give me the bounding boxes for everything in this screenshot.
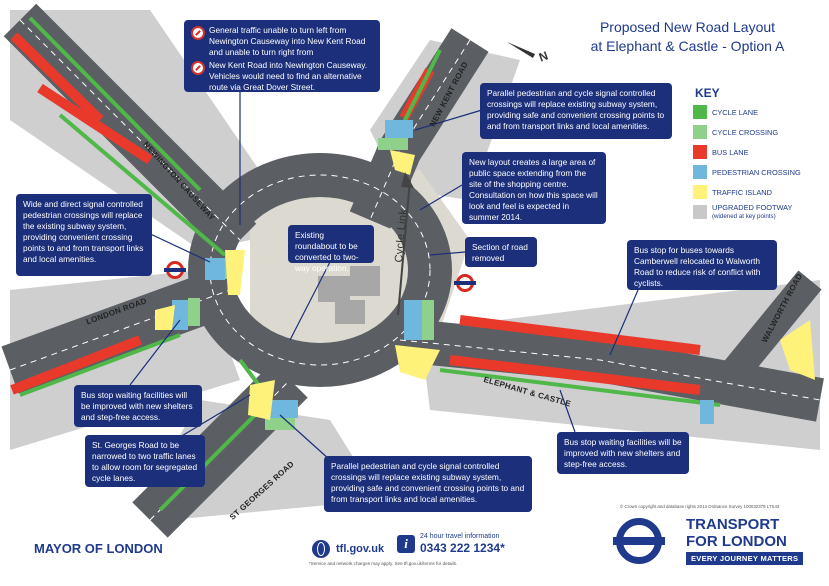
callout-bus-stop-camberwell: Bus stop for buses towards Camberwell re… bbox=[627, 240, 777, 290]
website-block: tfl.gov.uk bbox=[312, 540, 384, 558]
title-line-1: Proposed New Road Layout bbox=[599, 19, 776, 35]
callout-bus-stop-waiting-e: Bus stop waiting facilities will be impr… bbox=[557, 432, 689, 474]
traffic-islands bbox=[155, 150, 815, 420]
callout-section-removed: Section of road removed bbox=[465, 237, 537, 267]
callout-no-left-turn-line2: New Kent Road into Newington Causeway. V… bbox=[209, 60, 368, 92]
phone-label: 24 hour travel information bbox=[420, 533, 500, 540]
callout-bus-stop-camberwell-text: Bus stop for buses towards Camberwell re… bbox=[634, 245, 761, 288]
callout-public-space-text: New layout creates a large area of publi… bbox=[469, 157, 598, 222]
callout-no-left-turn-line1: General traffic unable to turn left from… bbox=[209, 25, 366, 57]
tfl-roundel-icon bbox=[613, 515, 665, 567]
website-link[interactable]: tfl.gov.uk bbox=[336, 543, 385, 555]
callout-crossings-w-text: Wide and direct signal controlled pedest… bbox=[23, 199, 144, 264]
key-sub-upgraded-footway: (widened at key points) bbox=[712, 213, 776, 220]
key-swatch bbox=[693, 185, 707, 199]
callout-st-georges-text: St. Georges Road to be narrowed to two t… bbox=[92, 440, 198, 483]
key-item-cycle-crossing: CYCLE CROSSING bbox=[693, 123, 819, 141]
key-item-bus-lane: BUS LANE bbox=[693, 143, 819, 161]
cycle-link-arrowhead bbox=[401, 172, 414, 188]
callout-bus-stop-waiting-w: Bus stop waiting facilities will be impr… bbox=[74, 385, 202, 427]
callout-bus-stop-waiting-e-text: Bus stop waiting facilities will be impr… bbox=[564, 437, 682, 469]
tfl-tagline: EVERY JOURNEY MATTERS bbox=[686, 552, 804, 565]
callout-crossings-ne-text: Parallel pedestrian and cycle signal con… bbox=[487, 88, 665, 131]
key-swatch bbox=[693, 125, 707, 139]
shopping-centre bbox=[318, 266, 380, 324]
pedestrian-crossings bbox=[172, 120, 714, 424]
callout-no-left-turn: General traffic unable to turn left from… bbox=[184, 20, 380, 92]
callout-st-georges: St. Georges Road to be narrowed to two t… bbox=[85, 435, 205, 487]
no-right-turn-icon bbox=[191, 61, 205, 75]
key-item-upgraded-footway: UPGRADED FOOTWAY(widened at key points) bbox=[693, 203, 819, 221]
callout-crossings-ne: Parallel pedestrian and cycle signal con… bbox=[480, 83, 672, 139]
info-icon: i bbox=[397, 535, 415, 553]
key-swatch bbox=[693, 205, 707, 219]
key-swatch bbox=[693, 105, 707, 119]
north-arrow-icon: N bbox=[507, 42, 550, 65]
tfl-name-line-2: FOR LONDON bbox=[686, 533, 787, 550]
callout-roundabout-text: Existing roundabout to be converted to t… bbox=[295, 230, 359, 273]
map-title: Proposed New Road Layout at Elephant & C… bbox=[560, 18, 815, 56]
key-item-cycle-lane: CYCLE LANE bbox=[693, 103, 819, 121]
underground-roundel-icon bbox=[454, 272, 476, 294]
underground-roundel-icon bbox=[164, 259, 186, 281]
phone-number: 0343 222 1234* bbox=[420, 541, 505, 555]
tfl-name-line-1: TRANSPORT bbox=[686, 516, 780, 533]
key-item-pedestrian-crossing: PEDESTRIAN CROSSING bbox=[693, 163, 819, 181]
copyright-text: © Crown copyright and database rights 20… bbox=[620, 504, 780, 509]
tfl-name: TRANSPORT FOR LONDON bbox=[686, 516, 787, 550]
title-line-2: at Elephant & Castle - Option A bbox=[590, 38, 785, 54]
road-walworth bbox=[708, 270, 822, 400]
callout-crossings-s-text: Parallel pedestrian and cycle signal con… bbox=[331, 461, 525, 504]
callout-crossings-s: Parallel pedestrian and cycle signal con… bbox=[324, 456, 532, 512]
disclaimer-text: *Service and network charges may apply. … bbox=[309, 561, 458, 566]
key-title: KEY bbox=[695, 86, 720, 100]
key-swatch bbox=[693, 145, 707, 159]
globe-icon bbox=[312, 540, 330, 558]
no-left-turn-icon bbox=[191, 26, 205, 40]
key-swatch bbox=[693, 165, 707, 179]
callout-section-removed-text: Section of road removed bbox=[472, 242, 528, 263]
callout-bus-stop-waiting-w-text: Bus stop waiting facilities will be impr… bbox=[81, 390, 193, 422]
callout-roundabout: Existing roundabout to be converted to t… bbox=[288, 225, 374, 273]
svg-text:N: N bbox=[537, 49, 550, 65]
callout-leaders bbox=[109, 92, 639, 461]
mayor-of-london-logo: MAYOR OF LONDON bbox=[34, 541, 163, 556]
key-label-upgraded-footway: UPGRADED FOOTWAY bbox=[712, 203, 793, 212]
phone-block: i 24 hour travel information 0343 222 12… bbox=[397, 533, 505, 555]
callout-public-space: New layout creates a large area of publi… bbox=[462, 152, 606, 224]
cycle-link-arrow bbox=[397, 179, 411, 316]
cycle-lanes bbox=[19, 16, 721, 512]
map-key: KEY CYCLE LANE CYCLE CROSSING BUS LANE P… bbox=[693, 86, 819, 224]
key-item-traffic-island: TRAFFIC ISLAND bbox=[693, 183, 819, 201]
callout-crossings-w: Wide and direct signal controlled pedest… bbox=[16, 194, 152, 276]
